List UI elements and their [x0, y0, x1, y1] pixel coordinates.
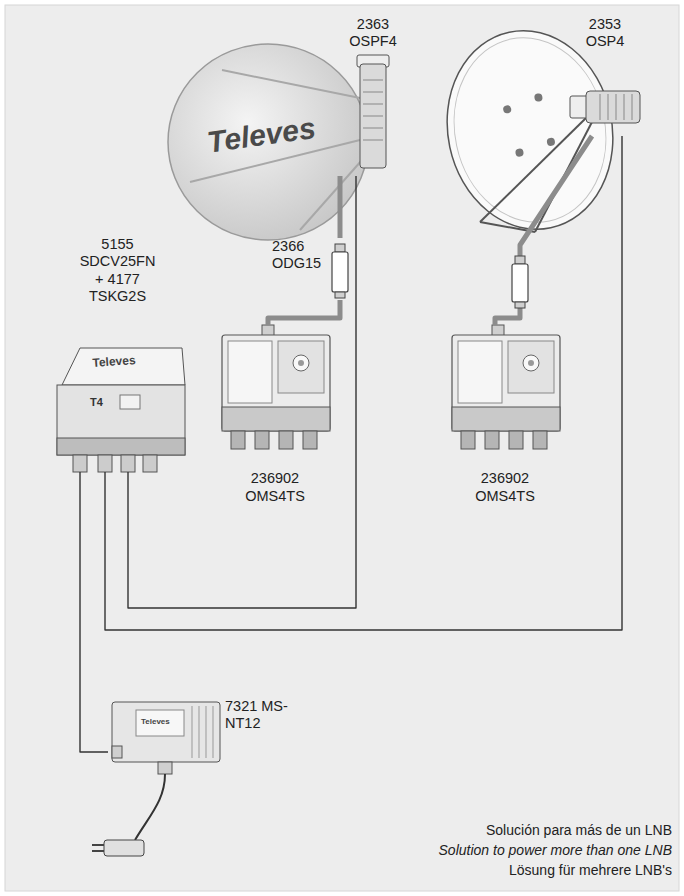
model-marking: T4 — [90, 396, 103, 408]
inline-power-inserter-drawing — [332, 244, 348, 298]
caption-line: Solución para más de un LNB — [486, 822, 672, 838]
part-label: 2363 OSPF4 — [347, 16, 399, 51]
brand-logo: Televes — [141, 717, 170, 726]
dish-right — [429, 15, 640, 245]
part-label: 2366 ODG15 — [272, 238, 328, 273]
part-label: 236902 OMS4TS — [242, 470, 308, 505]
part-label: 236902 OMS4TS — [472, 470, 538, 505]
brand-logo: Televes — [205, 111, 318, 160]
multiswitch: 236902 OMS4TS — [215, 325, 335, 505]
panel — [5, 5, 679, 891]
part-label: 7321 MS-NT12 — [225, 698, 295, 733]
lnb: 2353 OSP4 — [560, 16, 650, 136]
caption-line: Solution to power more than one LNB — [439, 842, 672, 858]
part-label: 5155 SDCV25FN + 4177 TSKG2S — [80, 236, 156, 306]
multiswitch-drawing — [452, 325, 560, 449]
brand-logo: Televes — [92, 353, 136, 370]
coax-cable — [268, 300, 340, 325]
power-adapter-drawing — [92, 702, 220, 856]
inline-device-drawing — [512, 256, 528, 308]
power-inserter: 2366 ODG15 — [272, 238, 350, 300]
power-adapter: 7321 MS-NT12 — [108, 698, 300, 790]
coax-cable — [338, 176, 343, 238]
caption-line: Lösung für mehrere LNB's — [509, 862, 672, 878]
power-cable — [105, 136, 622, 630]
multiswitch: 236902 OMS4TS — [445, 325, 565, 505]
coax-cable — [495, 136, 592, 325]
power-cable — [128, 176, 356, 608]
part-label: 2353 OSP4 — [579, 16, 631, 51]
power-supply-drawing — [57, 348, 185, 472]
lnb: 2363 OSPF4 — [330, 16, 416, 176]
power-cable — [80, 472, 108, 752]
multiswitch-drawing — [222, 325, 330, 449]
